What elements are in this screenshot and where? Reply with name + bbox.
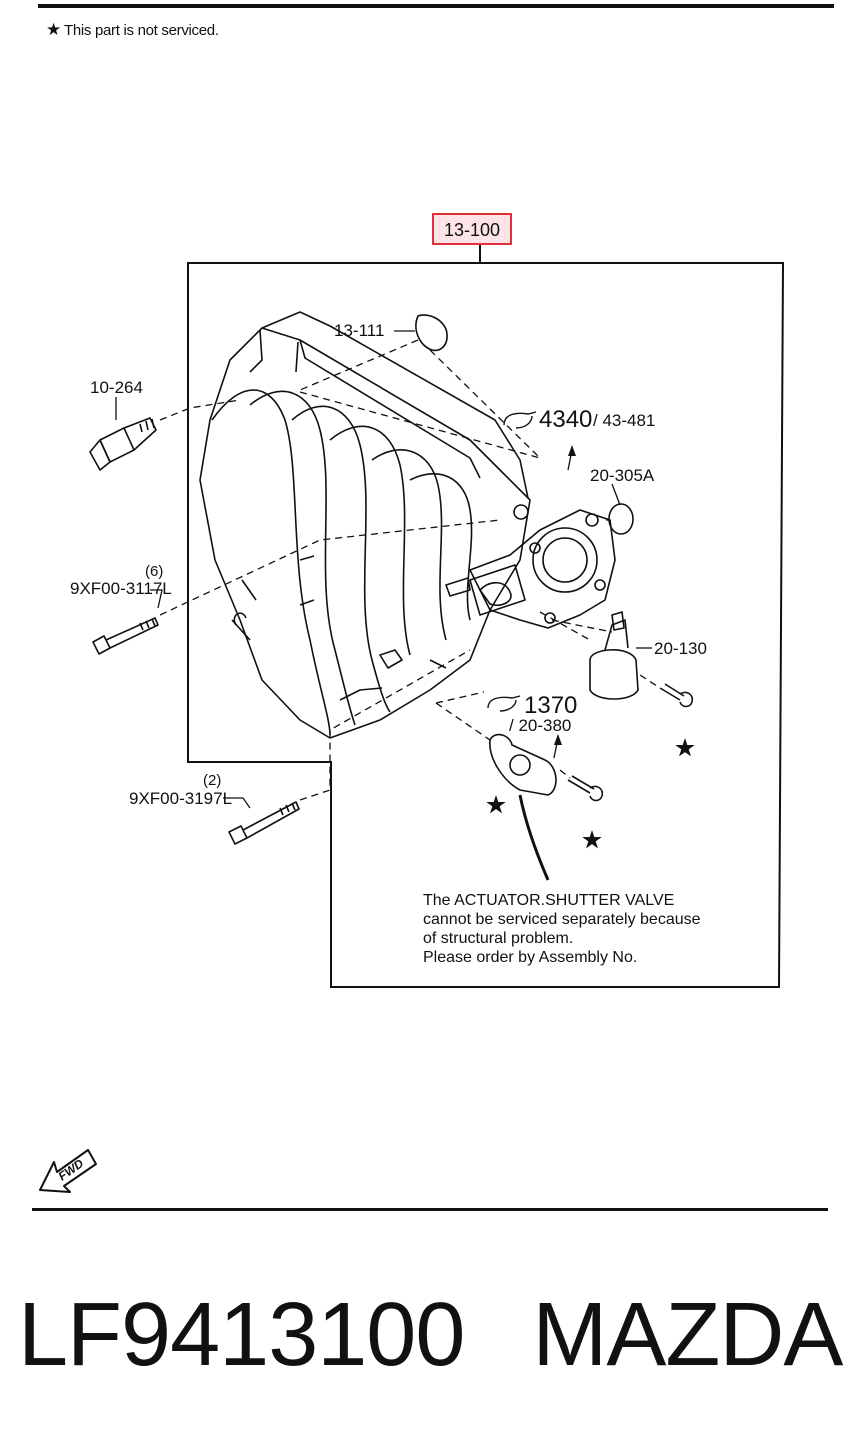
assembly-boundary: [187, 245, 785, 988]
star-icon: [582, 830, 602, 849]
actuator-notice: The ACTUATOR.SHUTTER VALVE cannot be ser…: [423, 892, 701, 966]
intake-manifold-drawing: [199, 311, 616, 739]
hand-pointer-icon: [503, 411, 537, 429]
hand-pointer-icon: [487, 695, 521, 712]
not-serviced-note-text: This part is not serviced.: [63, 22, 219, 39]
brand-name: MAZDA: [532, 1285, 843, 1385]
callout-9xf00-3197l[interactable]: 9XF00-3197L: [129, 789, 233, 808]
star-icon: ★: [46, 20, 61, 39]
callout-13-111[interactable]: 13-111: [334, 321, 385, 340]
actuator-20-130: [589, 611, 639, 700]
sensor-10-264: [89, 417, 157, 471]
star-icon: [486, 795, 506, 814]
shutter-valve-20-380: [489, 733, 557, 881]
quantity-2: (2): [203, 772, 222, 789]
star-icon: [675, 738, 695, 757]
callout-10-264[interactable]: 10-264: [90, 378, 143, 397]
callout-9xf00-3117l[interactable]: 9XF00-3117L: [70, 579, 172, 598]
quantity-6: (6): [145, 563, 164, 580]
callout-4340[interactable]: 4340: [539, 406, 593, 433]
screw-upper: [659, 683, 694, 708]
not-serviced-note: ★This part is not serviced.: [46, 20, 219, 40]
fwd-label: FWD: [56, 1156, 87, 1183]
callout-1370[interactable]: 1370: [524, 692, 578, 719]
gasket-13-111: [415, 314, 448, 352]
assembly-number-highlight[interactable]: 13-100: [432, 213, 512, 245]
callout-20-380[interactable]: / 20-380: [509, 716, 572, 735]
top-rule: [38, 4, 834, 8]
gasket-20-305a: [608, 503, 634, 535]
bolt-9xf00-3117l: [92, 617, 159, 655]
bottom-rule: [32, 1208, 828, 1211]
callout-20-305a[interactable]: 20-305A: [590, 466, 655, 485]
screw-lower: [567, 775, 604, 802]
callout-43-481[interactable]: / 43-481: [593, 411, 656, 430]
part-number: LF9413100: [18, 1285, 465, 1385]
callout-20-130[interactable]: 20-130: [654, 639, 707, 658]
fwd-arrow-icon: FWD: [39, 1149, 97, 1193]
bolt-9xf00-3197l: [228, 801, 300, 845]
star-markers: [486, 738, 695, 849]
